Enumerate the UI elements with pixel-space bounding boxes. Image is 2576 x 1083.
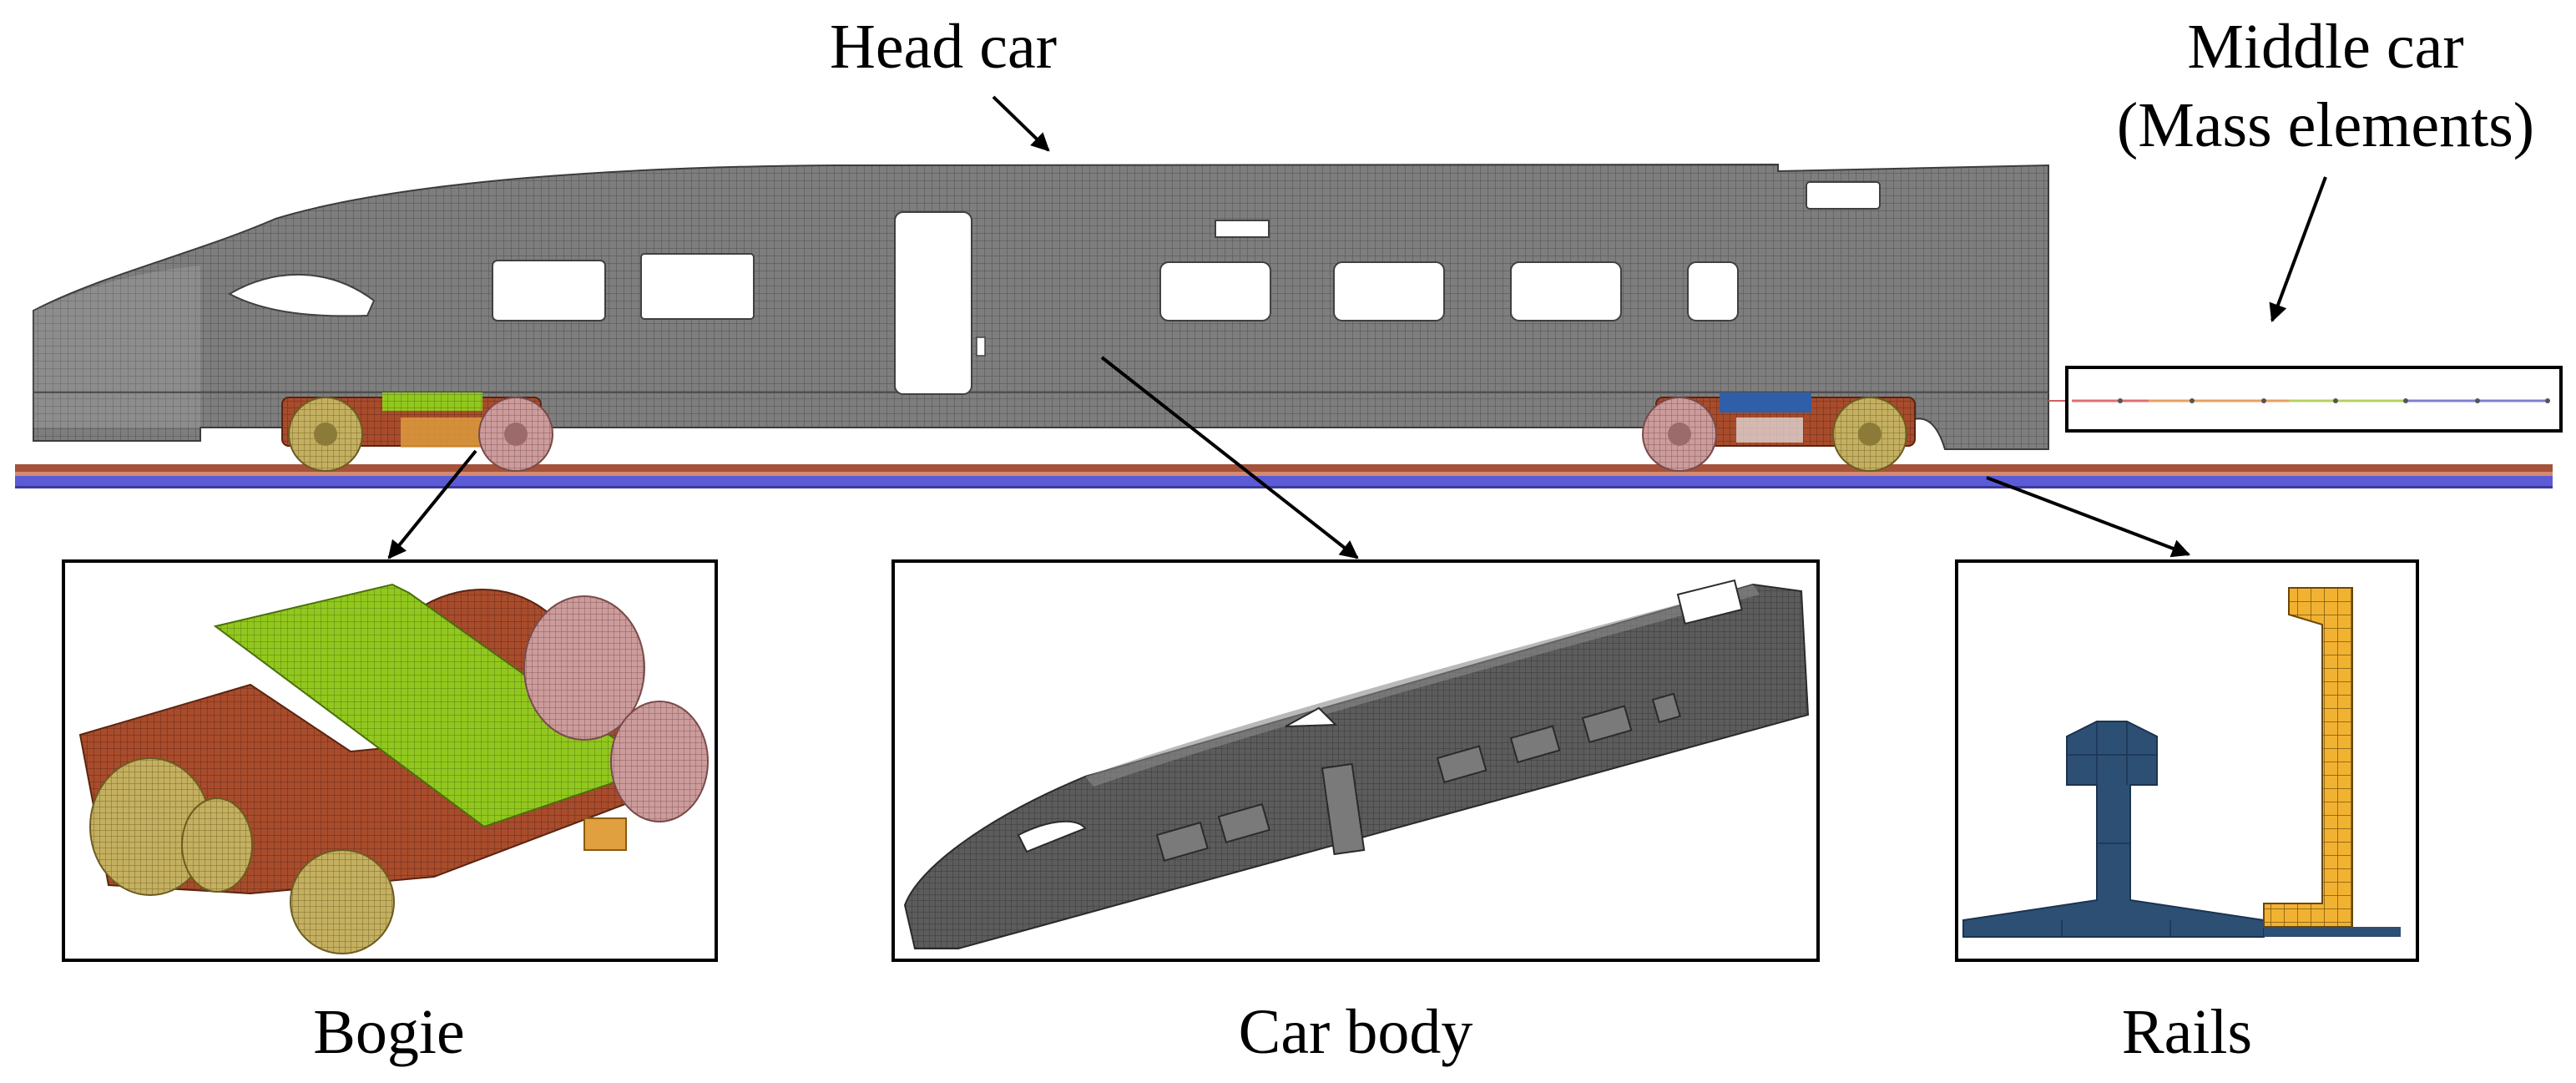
bogie-label: Bogie (313, 997, 465, 1067)
head-car-bogie-rear (1642, 392, 1916, 472)
rails-label: Rails (2121, 997, 2253, 1067)
arrows (387, 95, 2327, 559)
track (15, 464, 2553, 488)
head-car-label: Head car (829, 12, 1058, 82)
rails-panel (1955, 559, 2419, 962)
car-body-label: Car body (1238, 997, 1473, 1067)
arrow-car-body (1100, 356, 1359, 559)
middle-car-sublabel: (Mass elements) (2116, 90, 2535, 160)
arrow-middle-car (2269, 176, 2327, 323)
car-body-panel (891, 559, 1820, 962)
arrow-rails (1986, 476, 2191, 558)
head-car-bogie-front (281, 392, 553, 472)
arrow-bogie (387, 449, 477, 559)
arrow-head-car (992, 95, 1050, 152)
middle-car-label: Middle car (2187, 12, 2464, 82)
bogie-panel (62, 559, 718, 962)
head-car-model (33, 163, 2068, 450)
middle-car-box (2065, 366, 2563, 433)
